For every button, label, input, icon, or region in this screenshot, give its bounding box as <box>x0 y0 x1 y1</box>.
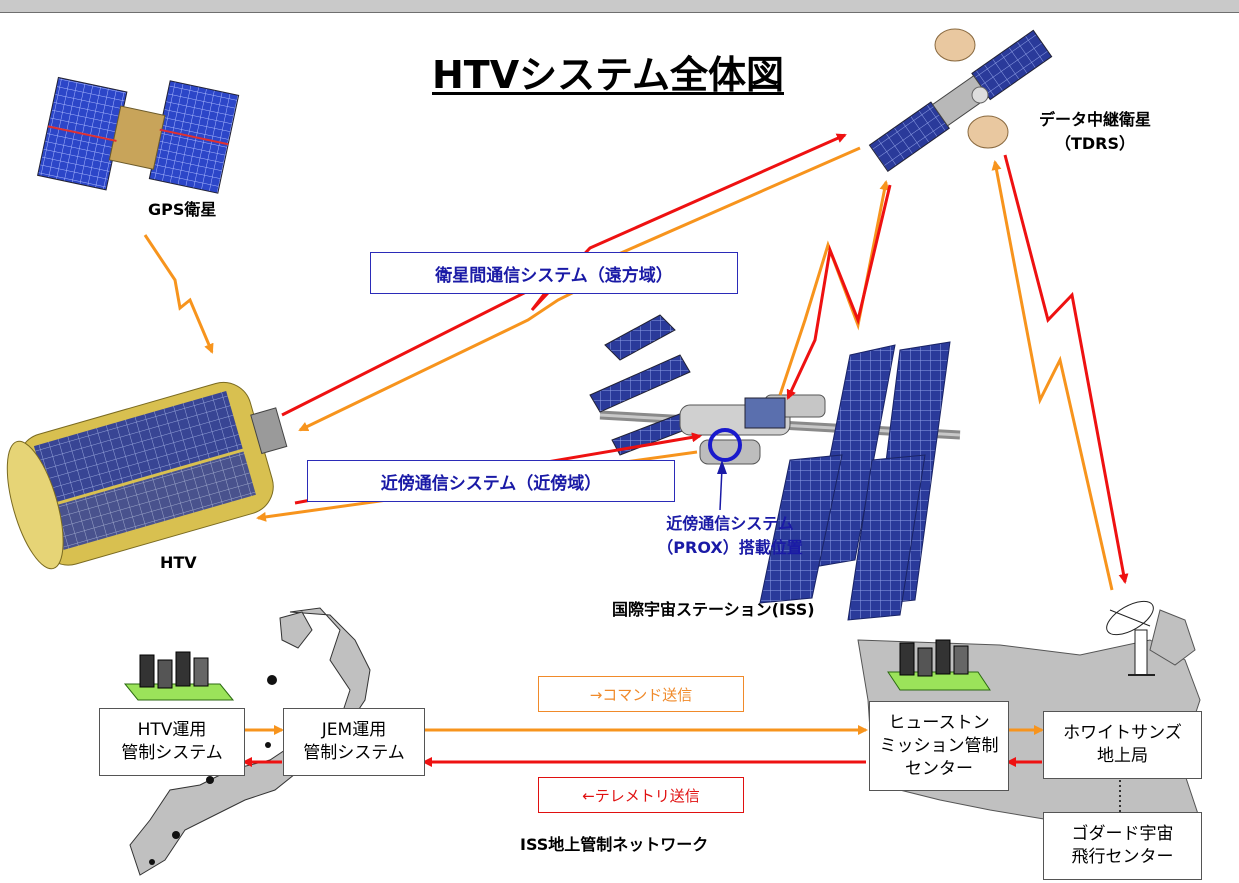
box-goddard-line2: 飛行センター <box>1071 847 1174 867</box>
main-title: HTVシステム全体図 <box>432 53 784 97</box>
label-ground-network: ISS地上管制ネットワーク <box>520 835 709 854</box>
box-jem-ops-control: JEM運用 管制システム <box>283 708 425 776</box>
label-prox-line2: （PROX）搭載位置 <box>657 538 803 557</box>
box-white-sands: ホワイトサンズ 地上局 <box>1043 711 1202 779</box>
label-tdrs: データ中継衛星 （TDRS） <box>1020 106 1170 154</box>
ground-to-tdrs-signal <box>991 160 1114 591</box>
telemetry-label: ←テレメトリ送信 <box>538 777 744 813</box>
htv-to-tdrs-signal <box>281 133 847 417</box>
label-htv: HTV <box>160 553 197 572</box>
building-icon-htv <box>123 651 235 701</box>
box-white-sands-line1: ホワイトサンズ <box>1063 723 1182 743</box>
box-houston-line2: ミッション管制 <box>879 735 999 756</box>
tdrs-satellite-icon <box>868 28 1053 172</box>
proximity-link-label: 近傍通信システム（近傍域） <box>307 460 675 502</box>
label-tdrs-line1: データ中継衛星 <box>1038 110 1151 129</box>
box-goddard: ゴダード宇宙 飛行センター <box>1043 812 1202 880</box>
tdrs-to-iss-signal <box>786 184 892 400</box>
label-tdrs-line2: （TDRS） <box>1054 134 1136 153</box>
iss-station-icon <box>589 314 961 621</box>
box-jem-ops-line1: JEM運用 <box>321 720 387 740</box>
box-white-sands-line2: 地上局 <box>1097 746 1148 766</box>
box-houston-line3: センター <box>905 758 973 779</box>
window-top-bar <box>0 0 1239 13</box>
box-htv-ops-line1: HTV運用 <box>137 720 207 740</box>
box-htv-ops-line2: 管制システム <box>121 743 223 763</box>
tdrs-to-htv-signal <box>298 146 861 432</box>
command-label: →コマンド送信 <box>538 676 744 712</box>
dish-antenna-icon <box>1106 600 1155 676</box>
box-goddard-line1: ゴダード宇宙 <box>1071 824 1174 844</box>
gps-to-htv-signal <box>143 234 214 354</box>
label-prox-position: 近傍通信システム （PROX）搭載位置 <box>630 512 830 560</box>
tdrs-to-ground-signal <box>1003 154 1129 584</box>
box-houston-line1: ヒューストン <box>888 712 990 733</box>
htv-spacecraft-icon <box>6 381 288 570</box>
building-icon-houston <box>887 639 991 691</box>
label-iss: 国際宇宙ステーション(ISS) <box>612 600 815 619</box>
far-range-link-label: 衛星間通信システム（遠方域） <box>370 252 738 294</box>
label-gps: GPS衛星 <box>148 200 217 219</box>
gps-satellite-icon <box>37 76 240 194</box>
label-prox-line1: 近傍通信システム <box>666 514 794 533</box>
box-jem-ops-line2: 管制システム <box>303 743 405 763</box>
box-houston-mission-control: ヒューストン ミッション管制 センター <box>869 701 1009 791</box>
box-htv-ops-control: HTV運用 管制システム <box>99 708 245 776</box>
